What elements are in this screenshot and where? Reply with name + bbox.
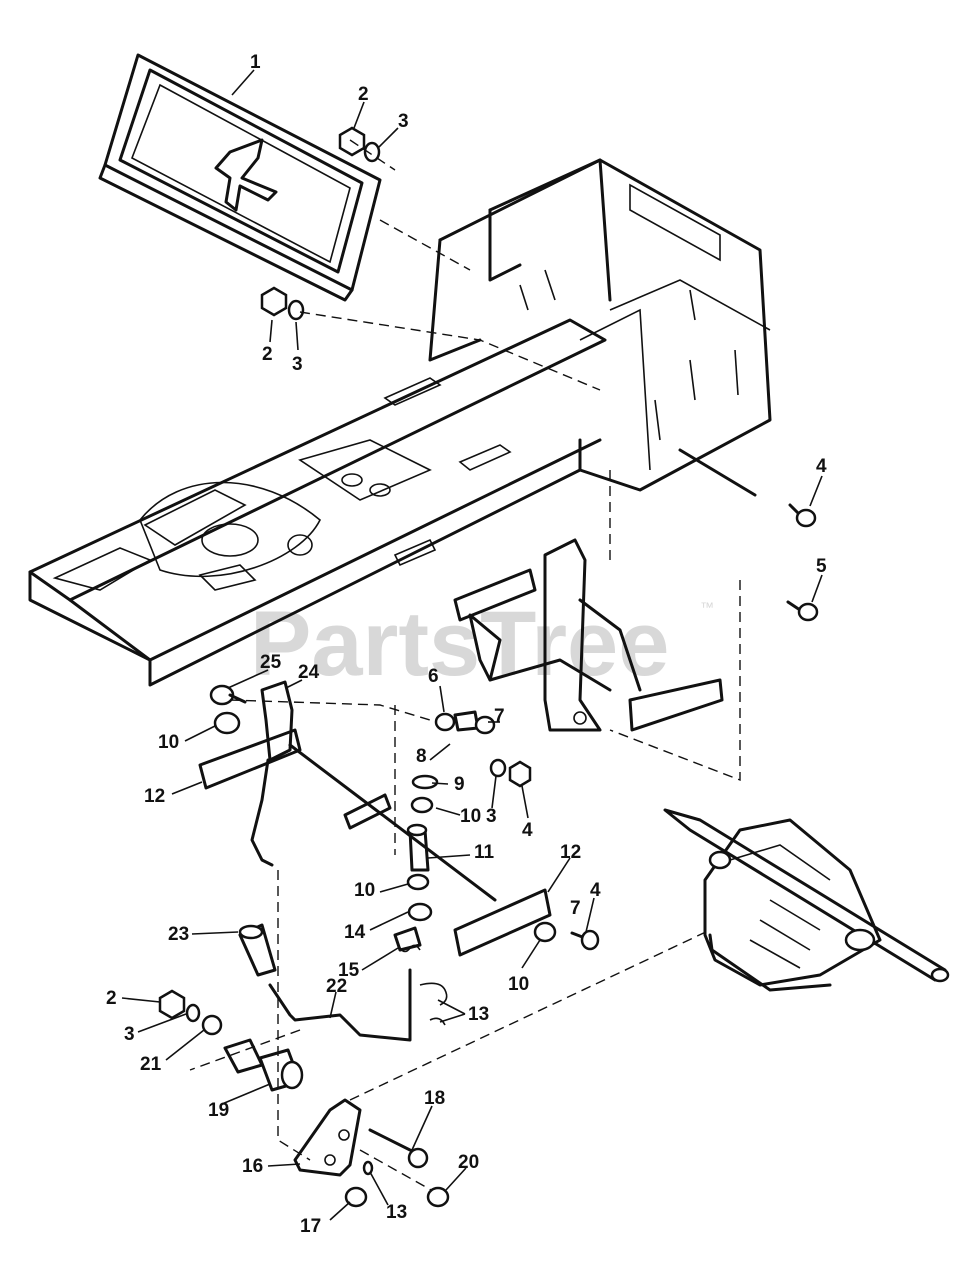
callout-9: 9 <box>454 774 465 795</box>
callout-4: 4 <box>816 456 827 477</box>
chassis-frame <box>28 318 607 687</box>
callout-21: 21 <box>140 1054 162 1075</box>
callout-2: 2 <box>262 344 273 365</box>
callout-1: 1 <box>250 52 261 73</box>
rod-and-springs <box>268 926 448 1042</box>
callouts: 1 2 3 2 3 4 5 25 24 6 7 10 8 9 3 4 12 10… <box>106 52 827 1237</box>
watermark-brand: PartsTree <box>250 593 669 695</box>
watermark: PartsTree ™ <box>250 593 714 695</box>
callout-25: 25 <box>260 652 282 673</box>
callout-15: 15 <box>338 960 360 981</box>
callout-10: 10 <box>158 732 179 753</box>
callout-22: 22 <box>326 976 347 997</box>
callout-3: 3 <box>124 1024 135 1045</box>
callout-3: 3 <box>292 354 303 375</box>
leader-lines <box>121 69 823 1221</box>
callout-10: 10 <box>354 880 375 901</box>
transaxle <box>663 808 950 992</box>
bolts-right <box>786 503 819 622</box>
callout-6: 6 <box>428 666 439 687</box>
callout-10: 10 <box>508 974 529 995</box>
callout-3: 3 <box>486 806 497 827</box>
callout-12: 12 <box>144 786 165 807</box>
callout-4: 4 <box>522 820 533 841</box>
callout-7: 7 <box>570 898 581 919</box>
callout-13: 13 <box>468 1004 489 1025</box>
callout-11: 11 <box>474 842 495 863</box>
callout-19: 19 <box>208 1100 229 1121</box>
callout-3: 3 <box>398 111 409 132</box>
shaft-assembly <box>288 710 600 957</box>
watermark-trademark: ™ <box>700 599 714 615</box>
callout-13: 13 <box>386 1202 407 1223</box>
callout-17: 17 <box>300 1216 321 1237</box>
dash-panel <box>98 53 382 302</box>
callout-14: 14 <box>344 922 366 943</box>
callout-2: 2 <box>106 988 117 1009</box>
callout-5: 5 <box>816 556 827 577</box>
knob <box>238 923 277 977</box>
hardware-lower-left <box>158 989 304 1092</box>
lower-bracket <box>293 1098 450 1208</box>
callout-7: 7 <box>494 706 505 727</box>
callout-2: 2 <box>358 84 369 105</box>
left-linkage <box>198 680 302 867</box>
callout-4: 4 <box>590 880 601 901</box>
pedal-bracket <box>453 538 724 732</box>
callout-18: 18 <box>424 1088 445 1109</box>
callout-10: 10 <box>460 806 481 827</box>
callout-8: 8 <box>416 746 427 767</box>
callout-20: 20 <box>458 1152 479 1173</box>
callout-23: 23 <box>168 924 189 945</box>
callout-16: 16 <box>242 1156 263 1177</box>
rear-mount-box <box>428 158 772 497</box>
hardware-dash <box>260 126 381 321</box>
callout-12: 12 <box>560 842 581 863</box>
callout-24: 24 <box>298 662 320 683</box>
